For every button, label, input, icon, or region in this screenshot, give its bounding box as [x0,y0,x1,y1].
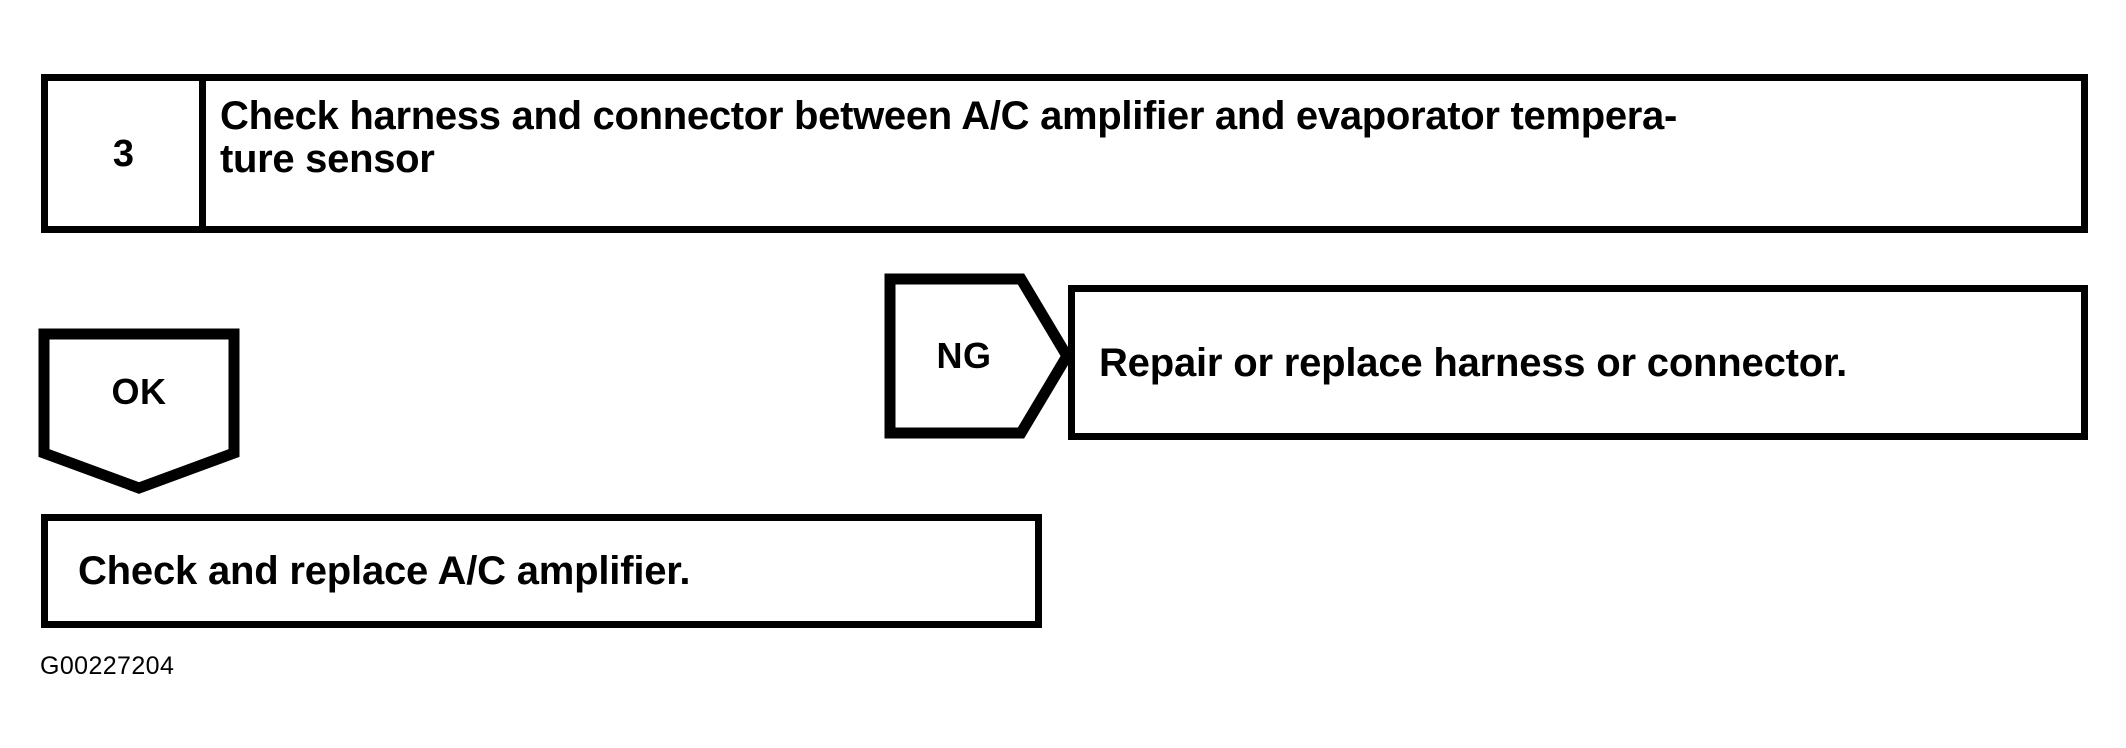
ok-branch-label-wrap: OK [37,327,241,457]
ng-result-text: Repair or replace harness or connector. [1099,340,1848,385]
ok-branch-label: OK [111,371,167,412]
step-number: 3 [112,132,135,175]
ok-result-box: Check and replace A/C amplifier. [41,514,1042,628]
ok-pentagon-icon [37,327,241,495]
figure-code: G00227204 [40,652,175,680]
ng-result-box: Repair or replace harness or connector. [1068,285,2088,440]
step-title-cell: Check harness and connector between A/C … [206,81,2081,226]
step-number-cell: 3 [48,81,206,226]
ng-branch-label-wrap: NG [883,272,1045,440]
ng-branch-label: NG [936,335,992,376]
ng-arrow-icon [883,272,1073,440]
ok-result-text: Check and replace A/C amplifier. [78,549,691,593]
step-box: 3 Check harness and connector between A/… [41,74,2088,233]
step-title: Check harness and connector between A/C … [220,94,1678,182]
